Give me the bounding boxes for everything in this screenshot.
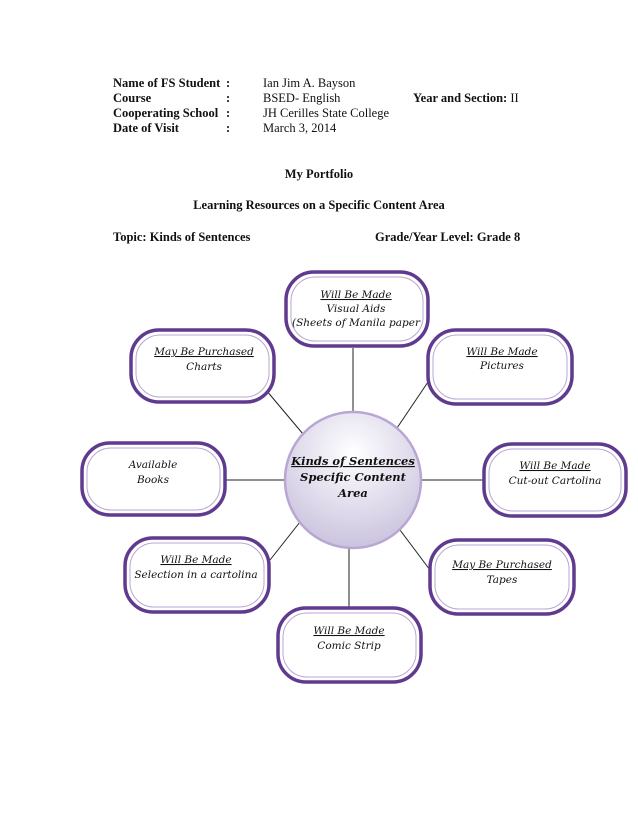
node-pictures: Will Be Made Pictures (426, 328, 574, 406)
info-colon: : (226, 106, 231, 120)
node-comic-strip: Will Be Made Comic Strip (276, 606, 423, 684)
node-line2: Tapes (487, 574, 518, 586)
connector-line (265, 389, 304, 435)
node-line1: Available (128, 459, 178, 471)
node-selection-cartolina: Will Be Made Selection in a cartolina (123, 536, 271, 614)
info-colon: : (226, 76, 231, 90)
info-label: Cooperating School (113, 106, 219, 120)
node-line1: Will Be Made (466, 346, 537, 358)
info-value: JH Cerilles State College (263, 106, 390, 120)
node-line2: Pictures (479, 360, 525, 372)
center-label-line1: Kinds of Sentences (290, 454, 415, 468)
node-line2: Books (136, 474, 170, 486)
node-line2: Comic Strip (317, 640, 381, 652)
node-line1: Will Be Made (160, 554, 231, 566)
node-cut-out-cartolina: Will Be Made Cut-out Cartolina (482, 442, 628, 518)
info-value: BSED- English (263, 91, 341, 105)
center-label-line2: Specific Content (300, 470, 407, 484)
connector-line (269, 521, 301, 561)
node-visual-aids: Will Be Made Visual Aids (Sheets of Mani… (284, 270, 430, 348)
year-section-value: II (510, 91, 519, 105)
node-line2: Selection in a cartolina (134, 569, 257, 581)
node-line2: Cut-out Cartolina (509, 475, 602, 487)
node-line2: Charts (186, 361, 222, 373)
info-value: March 3, 2014 (263, 121, 337, 135)
node-line1: Will Be Made (320, 289, 391, 301)
center-label-line3: Area (337, 486, 368, 500)
page-title: My Portfolio (284, 167, 354, 181)
info-label: Course (113, 91, 152, 105)
node-line1: May Be Purchased (153, 346, 254, 358)
center-node: Kinds of Sentences Specific Content Area (283, 410, 423, 550)
node-line2: Visual Aids (327, 303, 387, 315)
page-subtitle: Learning Resources on a Specific Content… (193, 198, 445, 212)
grade-label: Grade/Year Level: Grade 8 (375, 230, 521, 244)
node-line1: Will Be Made (519, 460, 590, 472)
node-line3: (Sheets of Manila paper (292, 317, 421, 329)
info-colon: : (226, 91, 231, 105)
topic-label: Topic: Kinds of Sentences (113, 230, 251, 244)
info-label: Name of FS Student (113, 76, 221, 90)
info-value: Ian Jim A. Bayson (263, 76, 356, 90)
info-colon: : (226, 121, 231, 135)
year-section: Year and Section: II (413, 91, 519, 106)
node-line1: May Be Purchased (451, 559, 552, 571)
connector-line (396, 381, 429, 429)
node-line1: Will Be Made (313, 625, 384, 637)
connector-lines (225, 348, 484, 608)
year-section-label: Year and Section: (413, 91, 508, 105)
node-books: Available Books (80, 441, 227, 517)
connector-line (396, 525, 431, 571)
node-charts: May Be Purchased Charts (129, 328, 276, 404)
node-tapes: May Be Purchased Tapes (428, 538, 576, 616)
info-label: Date of Visit (113, 121, 179, 135)
